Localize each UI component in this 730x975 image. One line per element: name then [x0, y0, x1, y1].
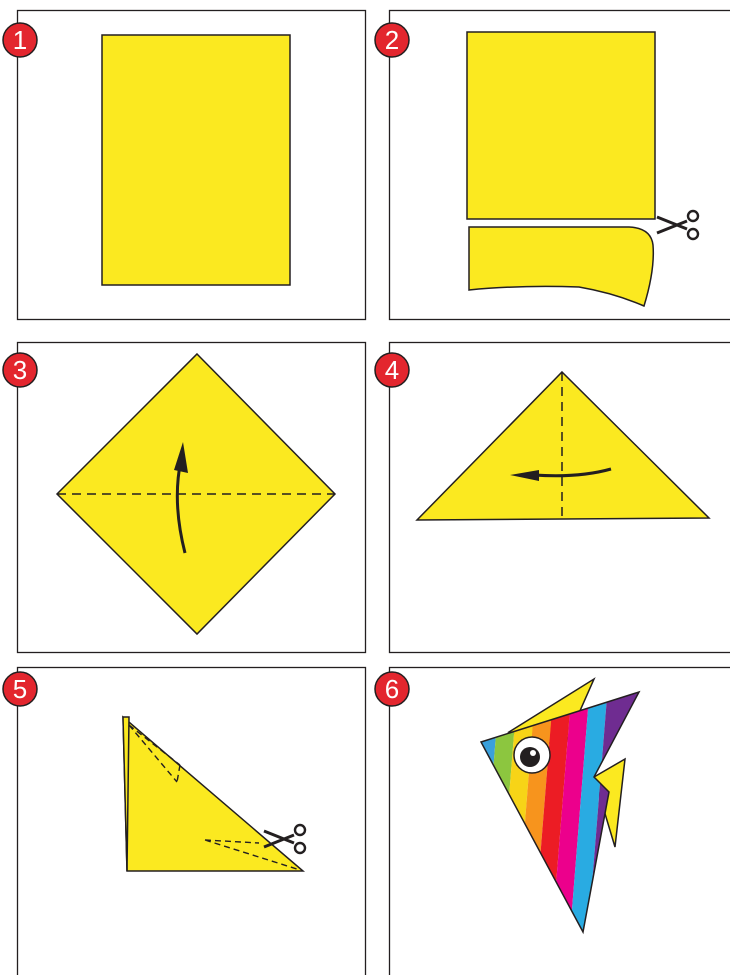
step-2-illustration	[388, 9, 730, 321]
scissors-icon	[263, 823, 307, 855]
cut-line-top	[128, 724, 181, 783]
step-panel-6	[388, 666, 730, 975]
fold-arrow-head	[174, 442, 188, 473]
step-panel-3	[16, 341, 367, 654]
fish-eye-icon	[513, 736, 551, 774]
cut-off-strip	[468, 226, 655, 308]
step-panel-1	[16, 9, 367, 321]
fold-arrow-icon	[533, 467, 612, 478]
step-panel-5	[16, 666, 367, 975]
step-panel-2	[388, 9, 730, 321]
cut-square-paper	[466, 31, 656, 220]
triangle-paper	[415, 370, 711, 521]
fold-arrow-head	[510, 470, 539, 481]
square-paper-sheet	[101, 34, 291, 286]
step-3-illustration	[16, 341, 367, 654]
step-4-illustration	[388, 341, 730, 654]
folded-edge	[122, 716, 130, 872]
step-1-illustration	[16, 9, 367, 321]
scissors-icon	[656, 209, 700, 241]
step-panel-4	[388, 341, 730, 654]
step-6-illustration	[388, 666, 730, 975]
fish-outline	[479, 690, 641, 935]
cut-line-bottom	[204, 839, 301, 871]
step-5-illustration	[16, 666, 367, 975]
